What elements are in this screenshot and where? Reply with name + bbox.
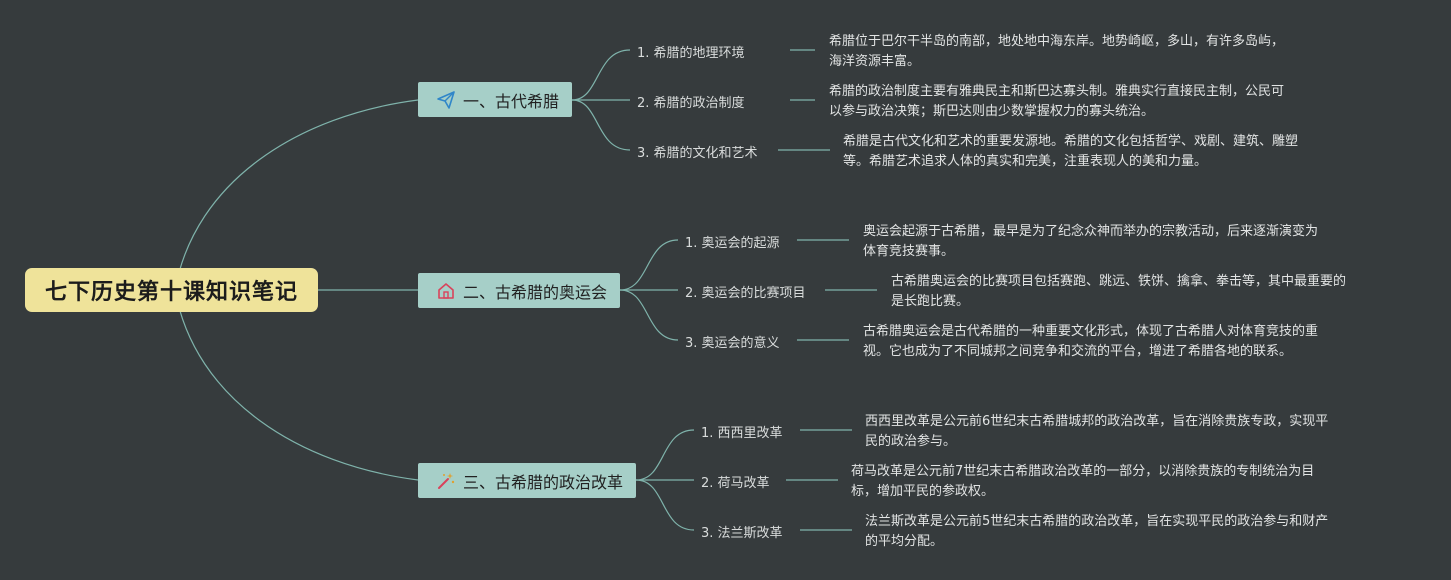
subtopic-homer-reform[interactable]: 2. 荷马改革 <box>701 476 770 491</box>
paper-plane-icon <box>436 90 456 110</box>
magic-wand-icon <box>436 471 456 491</box>
branch-topic-ancient-greece[interactable]: 一、古代希腊 <box>418 82 572 117</box>
subtopic-note: 希腊的政治制度主要有雅典民主和斯巴达寡头制。雅典实行直接民主制，公民可 以参与政… <box>829 82 1329 122</box>
branch-title: 二、古希腊的奥运会 <box>463 282 608 302</box>
note-line: 等。希腊艺术追求人体的真实和完美，注重表现人的美和力量。 <box>843 154 1208 169</box>
subtopic-note: 奥运会起源于古希腊，最早是为了纪念众神而举办的宗教活动，后来逐渐演变为 体育竞技… <box>863 222 1363 262</box>
note-line: 民的政治参与。 <box>865 434 957 449</box>
subtopic-note: 希腊是古代文化和艺术的重要发源地。希腊的文化包括哲学、戏剧、建筑、雕塑 等。希腊… <box>843 132 1343 172</box>
subtopic-note: 荷马改革是公元前7世纪末古希腊政治改革的一部分，以消除贵族的专制统治为目 标，增… <box>851 462 1351 502</box>
subtopic-culture[interactable]: 3. 希腊的文化和艺术 <box>637 146 758 161</box>
note-line: 希腊是古代文化和艺术的重要发源地。希腊的文化包括哲学、戏剧、建筑、雕塑 <box>843 134 1299 149</box>
note-line: 体育竞技赛事。 <box>863 244 955 259</box>
note-line: 视。它也成为了不同城邦之间竞争和交流的平台，增进了希腊各地的联系。 <box>863 344 1293 359</box>
subtopic-sicily-reform[interactable]: 1. 西西里改革 <box>701 426 783 441</box>
subtopic-events[interactable]: 2. 奥运会的比赛项目 <box>685 286 806 301</box>
subtopic-geography[interactable]: 1. 希腊的地理环境 <box>637 46 745 61</box>
root-topic[interactable]: 七下历史第十课知识笔记 <box>25 268 318 312</box>
note-line: 以参与政治决策；斯巴达则由少数掌握权力的寡头统治。 <box>829 104 1155 119</box>
subtopic-origin[interactable]: 1. 奥运会的起源 <box>685 236 780 251</box>
subtopic-frans-reform[interactable]: 3. 法兰斯改革 <box>701 526 783 541</box>
note-line: 法兰斯改革是公元前5世纪末古希腊的政治改革，旨在实现平民的政治参与和财产 <box>865 514 1329 529</box>
note-line: 希腊位于巴尔干半岛的南部，地处地中海东岸。地势崎岖，多山，有许多岛屿， <box>829 34 1285 49</box>
subtopic-note: 古希腊奥运会的比赛项目包括赛跑、跳远、铁饼、擒拿、拳击等，其中最重要的 是长跑比… <box>891 272 1391 312</box>
house-icon <box>436 281 456 301</box>
subtopic-note: 西西里改革是公元前6世纪末古希腊城邦的政治改革，旨在消除贵族专政，实现平 民的政… <box>865 412 1365 452</box>
subtopic-significance[interactable]: 3. 奥运会的意义 <box>685 336 780 351</box>
note-line: 希腊的政治制度主要有雅典民主和斯巴达寡头制。雅典实行直接民主制，公民可 <box>829 84 1285 99</box>
branch-topic-olympics[interactable]: 二、古希腊的奥运会 <box>418 273 620 308</box>
subtopic-note: 法兰斯改革是公元前5世纪末古希腊的政治改革，旨在实现平民的政治参与和财产 的平均… <box>865 512 1365 552</box>
branch-title: 一、古代希腊 <box>463 91 560 111</box>
subtopic-note: 古希腊奥运会是古代希腊的一种重要文化形式，体现了古希腊人对体育竞技的重 视。它也… <box>863 322 1363 362</box>
branch-topic-reforms[interactable]: 三、古希腊的政治改革 <box>418 463 636 498</box>
subtopic-note: 希腊位于巴尔干半岛的南部，地处地中海东岸。地势崎岖，多山，有许多岛屿， 海洋资源… <box>829 32 1329 72</box>
note-line: 古希腊奥运会的比赛项目包括赛跑、跳远、铁饼、擒拿、拳击等，其中最重要的 <box>891 274 1347 289</box>
note-line: 是长跑比赛。 <box>891 294 970 309</box>
note-line: 荷马改革是公元前7世纪末古希腊政治改革的一部分，以消除贵族的专制统治为目 <box>851 464 1315 479</box>
note-line: 海洋资源丰富。 <box>829 54 921 69</box>
note-line: 的平均分配。 <box>865 534 944 549</box>
note-line: 古希腊奥运会是古代希腊的一种重要文化形式，体现了古希腊人对体育竞技的重 <box>863 324 1319 339</box>
branch-title: 三、古希腊的政治改革 <box>463 472 624 492</box>
note-line: 标，增加平民的参政权。 <box>851 484 995 499</box>
subtopic-politics[interactable]: 2. 希腊的政治制度 <box>637 96 745 111</box>
note-line: 奥运会起源于古希腊，最早是为了纪念众神而举办的宗教活动，后来逐渐演变为 <box>863 224 1319 239</box>
note-line: 西西里改革是公元前6世纪末古希腊城邦的政治改革，旨在消除贵族专政，实现平 <box>865 414 1329 429</box>
